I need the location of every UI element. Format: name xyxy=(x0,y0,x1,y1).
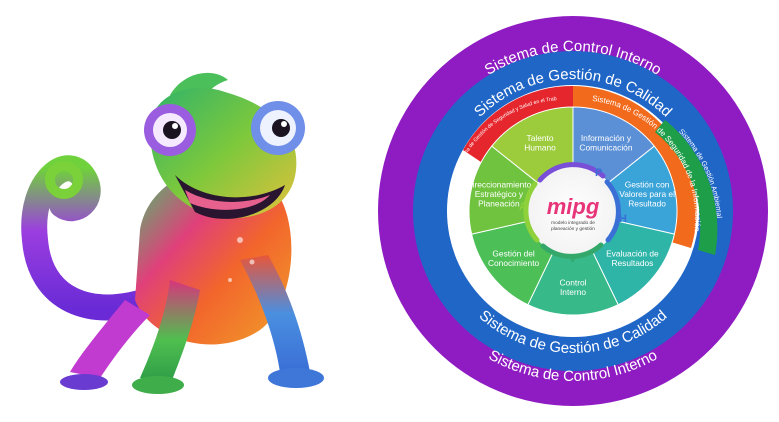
segment-label-2-1: Valores para el xyxy=(619,189,675,199)
rainbow-chameleon-icon xyxy=(21,72,324,394)
segment-label-6-1: Estratégico y xyxy=(475,189,524,199)
mipg-subtitle-2: planeación y gestión xyxy=(551,226,595,232)
phva-h: H xyxy=(619,213,627,225)
environmental-band xyxy=(655,120,718,255)
segment-label-2-2: Resultado xyxy=(628,199,666,209)
segment-label-1-0: Información y xyxy=(581,133,632,143)
phva-a: A xyxy=(519,201,527,213)
segment-label-3-0: Evaluación de xyxy=(606,249,659,259)
segment-label-3-1: Resultados xyxy=(611,258,653,268)
mipg-subtitle-1: modelo integrado de xyxy=(551,220,595,226)
mipg-center xyxy=(528,166,618,256)
segment-label-0-1: Humano xyxy=(524,142,556,152)
segment-label-5-1: Conocimiento xyxy=(488,258,540,268)
segment-label-4-1: Interno xyxy=(560,287,586,297)
segment-label-2-0: Gestión con xyxy=(625,180,670,190)
info-security-band xyxy=(573,86,697,248)
mipg-logo: mipg xyxy=(547,194,600,219)
phva-p: P xyxy=(595,167,602,179)
phva-v: V xyxy=(569,253,577,265)
segment-label-4-0: Control xyxy=(560,277,587,287)
segment-label-1-1: Comunicación xyxy=(579,142,632,152)
segment-label-5-0: Gestión del xyxy=(492,249,535,259)
segment-label-6-2: Planeación xyxy=(478,199,520,209)
segment-label-0-0: Talento xyxy=(527,133,554,143)
sst-band xyxy=(463,85,573,162)
segment-label-6-0: Direccionamiento xyxy=(467,180,532,190)
